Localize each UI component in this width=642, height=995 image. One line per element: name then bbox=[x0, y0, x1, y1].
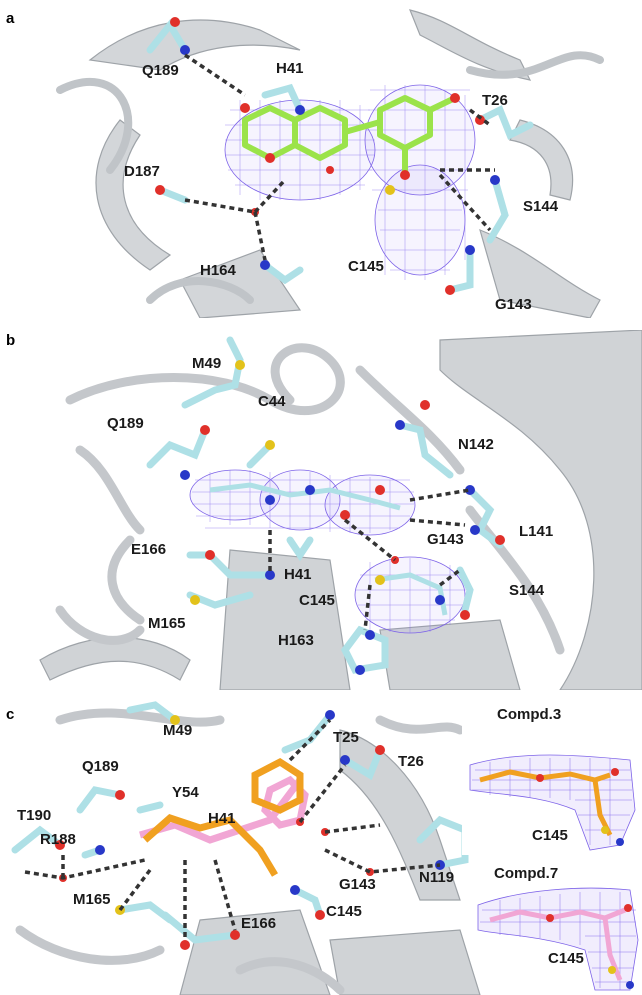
residue-label-c145: C145 bbox=[348, 258, 384, 275]
residue-label-c145-b: C145 bbox=[299, 592, 335, 609]
residue-label-n119-c: N119 bbox=[419, 869, 455, 886]
panel-a-residue-sticks bbox=[146, 18, 534, 294]
residue-label-t190-c: T190 bbox=[17, 807, 52, 824]
residue-label-h41-b: H41 bbox=[284, 566, 312, 583]
residue-label-g143-c: G143 bbox=[339, 876, 376, 893]
residue-label-y54-c: Y54 bbox=[172, 784, 199, 801]
residue-label-m165-c: M165 bbox=[73, 891, 111, 908]
panel-a-atoms bbox=[155, 17, 500, 295]
inset-compd7-title: Compd.7 bbox=[494, 865, 559, 882]
residue-label-g143: G143 bbox=[495, 296, 532, 313]
inset-compd7-structure bbox=[477, 887, 639, 991]
panel-a-label: a bbox=[6, 10, 15, 27]
panel-c-loops bbox=[15, 708, 465, 995]
panel-c-ligand-orange bbox=[142, 757, 304, 877]
panel-b-structure bbox=[39, 330, 642, 690]
panel-b-ligand-atoms bbox=[265, 485, 445, 605]
residue-label-e166-c: E166 bbox=[241, 915, 277, 932]
inset-compd7-residue: C145 bbox=[548, 950, 584, 967]
panel-b-residue-sticks bbox=[146, 336, 504, 674]
panel-c-hbonds bbox=[24, 718, 441, 940]
residue-label-c145-c: C145 bbox=[326, 903, 362, 920]
residue-label-q189: Q189 bbox=[142, 62, 179, 79]
residue-label-d187: D187 bbox=[124, 163, 160, 180]
residue-label-m49-c: M49 bbox=[163, 722, 193, 739]
inset-compd3-structure bbox=[462, 725, 640, 855]
panel-a-ligand-oxygens bbox=[240, 93, 460, 180]
inset-compd3-title: Compd.3 bbox=[497, 706, 562, 723]
panel-c-atoms bbox=[55, 710, 445, 950]
residue-label-r188-c: R188 bbox=[40, 831, 76, 848]
residue-label-e166-b: E166 bbox=[131, 541, 167, 558]
panel-a-loops bbox=[56, 51, 604, 304]
panel-b-ribbon bbox=[39, 330, 642, 690]
residue-label-g143-b: G143 bbox=[427, 531, 464, 548]
residue-label-l141-b: L141 bbox=[519, 523, 554, 540]
panel-c-structure bbox=[11, 701, 640, 995]
residue-label-m49-b: M49 bbox=[192, 355, 222, 372]
panel-c-label: c bbox=[6, 706, 15, 723]
residue-label-s144-b: S144 bbox=[509, 582, 545, 599]
panel-a-structure bbox=[56, 9, 604, 318]
panel-c: c M49 T25 Q189 T26 Y54 T190 H41 R188 N11… bbox=[0, 700, 642, 995]
residue-label-h164: H164 bbox=[200, 262, 236, 279]
inset-compd3-residue: C145 bbox=[532, 827, 568, 844]
residue-label-t26-c: T26 bbox=[398, 753, 424, 770]
panel-b-hbonds bbox=[268, 488, 471, 631]
residue-label-t25-c: T25 bbox=[333, 729, 359, 746]
residue-label-q189-b: Q189 bbox=[107, 415, 144, 432]
panel-b-label: b bbox=[6, 332, 16, 349]
residue-label-h41: H41 bbox=[276, 60, 304, 77]
residue-label-h163-b: H163 bbox=[278, 632, 314, 649]
residue-label-m165-b: M165 bbox=[148, 615, 186, 632]
panel-b-atoms bbox=[180, 360, 505, 675]
residue-label-n142-b: N142 bbox=[458, 436, 494, 453]
panel-c-ribbon bbox=[179, 729, 481, 995]
residue-label-t26: T26 bbox=[482, 92, 508, 109]
residue-label-c44-b: C44 bbox=[258, 393, 286, 410]
panel-c-residue-sticks bbox=[11, 701, 469, 944]
panel-a-hbonds bbox=[184, 53, 495, 261]
residue-label-s144: S144 bbox=[523, 198, 559, 215]
residue-label-h41-c: H41 bbox=[208, 810, 236, 827]
panel-a: a Q189 H41 T26 D187 S144 H164 C145 G143 bbox=[0, 0, 642, 318]
panel-b: b M49 C44 Q189 N142 L141 E166 G143 H41 S… bbox=[0, 330, 642, 690]
residue-label-q189-c: Q189 bbox=[82, 758, 119, 775]
